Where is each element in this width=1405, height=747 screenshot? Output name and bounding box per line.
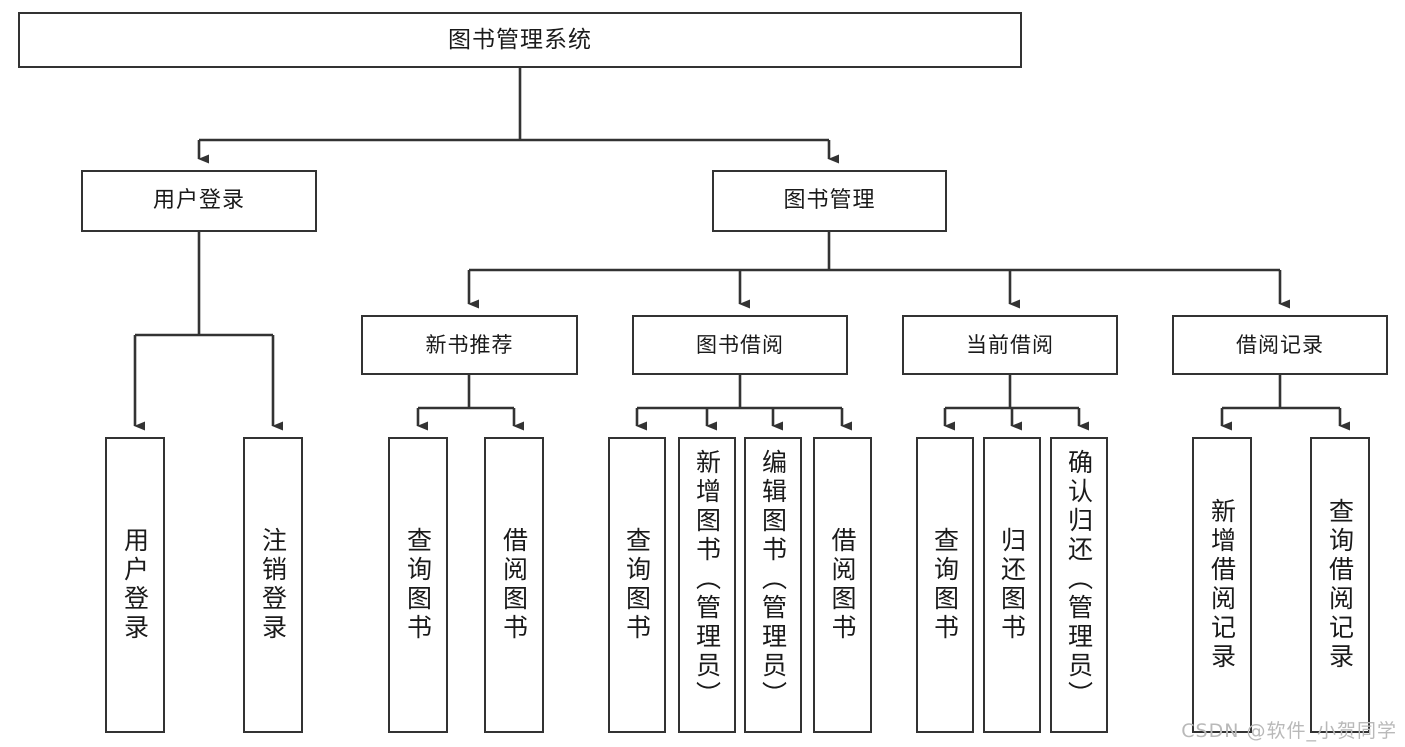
node-label: 查询图书: [930, 527, 960, 643]
node-leaf-0[interactable]: 用户登录: [105, 437, 165, 733]
node-leaf-9[interactable]: 归还图书: [983, 437, 1041, 733]
node-level3-0[interactable]: 新书推荐: [361, 315, 578, 375]
node-leaf-1[interactable]: 注销登录: [243, 437, 303, 733]
node-leaf-2[interactable]: 查询图书: [388, 437, 448, 733]
node-level3-1[interactable]: 图书借阅: [632, 315, 848, 375]
node-leaf-11[interactable]: 新增借阅记录: [1192, 437, 1252, 733]
node-label: 当前借阅: [966, 332, 1054, 357]
node-level2-0[interactable]: 用户登录: [81, 170, 317, 232]
node-leaf-5[interactable]: 新增图书（管理员）: [678, 437, 736, 733]
node-label: 归还图书: [997, 527, 1027, 643]
node-label: 查询图书: [403, 527, 433, 643]
node-leaf-4[interactable]: 查询图书: [608, 437, 666, 733]
node-leaf-7[interactable]: 借阅图书: [813, 437, 872, 733]
node-level3-3[interactable]: 借阅记录: [1172, 315, 1388, 375]
node-label: 确认归还（管理员）: [1064, 449, 1094, 710]
node-leaf-3[interactable]: 借阅图书: [484, 437, 544, 733]
node-label: 新书推荐: [425, 332, 514, 357]
node-label: 用户登录: [120, 527, 150, 643]
node-label: 借阅记录: [1236, 332, 1324, 357]
node-root[interactable]: 图书管理系统: [18, 12, 1022, 68]
node-label: 图书管理系统: [448, 26, 592, 53]
node-label: 新增图书（管理员）: [692, 449, 722, 710]
node-label: 图书管理: [783, 188, 876, 214]
node-label: 借阅图书: [828, 527, 857, 643]
node-level2-1[interactable]: 图书管理: [712, 170, 947, 232]
node-label: 查询图书: [622, 527, 652, 643]
tree-edges: [133, 68, 1350, 431]
node-level3-2[interactable]: 当前借阅: [902, 315, 1118, 375]
node-label: 借阅图书: [499, 527, 529, 643]
node-leaf-10[interactable]: 确认归还（管理员）: [1050, 437, 1108, 733]
node-label: 注销登录: [258, 527, 288, 643]
node-label: 用户登录: [152, 188, 245, 214]
node-label: 查询借阅记录: [1325, 498, 1355, 672]
node-label: 编辑图书（管理员）: [758, 449, 788, 710]
node-leaf-8[interactable]: 查询图书: [916, 437, 974, 733]
node-leaf-12[interactable]: 查询借阅记录: [1310, 437, 1370, 733]
node-label: 图书借阅: [696, 332, 784, 357]
node-leaf-6[interactable]: 编辑图书（管理员）: [744, 437, 802, 733]
node-label: 新增借阅记录: [1207, 498, 1237, 672]
